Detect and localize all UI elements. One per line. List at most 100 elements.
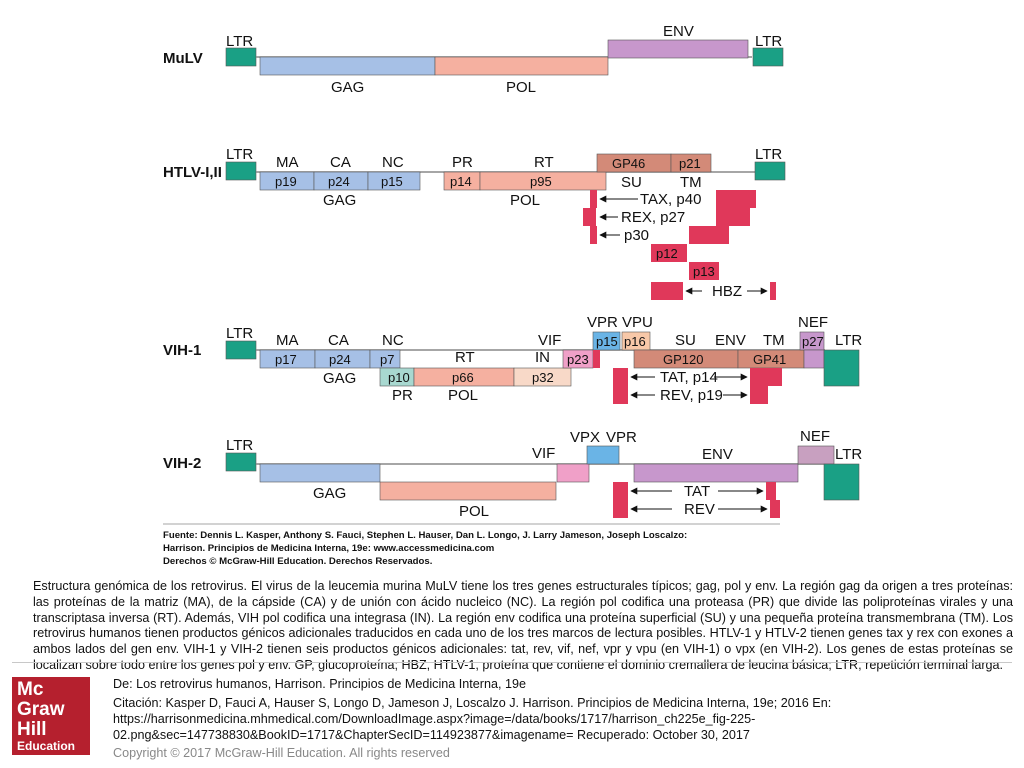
pol-label: POL (510, 192, 540, 209)
gag-label: GAG (313, 485, 346, 502)
ltr-block-right (752, 47, 784, 67)
ltr-block-right (823, 349, 860, 387)
in-label: IN (535, 349, 550, 366)
p95-label: p95 (530, 174, 552, 189)
su-label: SU (621, 174, 642, 191)
su-label: SU (675, 332, 696, 349)
p13-block (689, 262, 719, 280)
nef-lower-block (803, 349, 825, 369)
env-block (633, 463, 799, 483)
tax-label: TAX, p40 (640, 191, 701, 208)
ltr-label-left: LTR (226, 146, 253, 163)
p15-label: p15 (381, 174, 403, 189)
env-label: ENV (663, 23, 694, 40)
vpx-label: VPX (570, 429, 600, 446)
p66-label: p66 (452, 370, 474, 385)
ltr-label-left: LTR (226, 437, 253, 454)
gag-label: GAG (323, 192, 356, 209)
pr-label: PR (452, 154, 473, 171)
tm-label: TM (763, 332, 785, 349)
gp41-label: GP41 (753, 352, 786, 367)
env-label: ENV (702, 446, 733, 463)
rev-exon-right (750, 386, 768, 404)
rev-exon-left (613, 500, 628, 518)
footer-divider (12, 662, 1012, 663)
ltr-block-left (225, 340, 257, 360)
tat-label: TAT (684, 483, 710, 500)
ltr-label-left: LTR (226, 33, 253, 50)
pol-block (434, 56, 609, 76)
source-line-1: Fuente: Dennis L. Kasper, Anthony S. Fau… (163, 530, 687, 541)
hiv2-genome: VIH-2 LTR GAG POL VPX VPR VIF ENV NEF LT… (163, 428, 862, 520)
vif-label: VIF (538, 332, 561, 349)
p14-label: p14 (450, 174, 472, 189)
p23-label: p23 (567, 352, 589, 367)
vif-block (556, 463, 590, 483)
rex-exon-right (716, 208, 750, 226)
pol-label: POL (448, 387, 478, 404)
env-block (607, 39, 749, 59)
p32-block (513, 367, 572, 387)
p95-block (479, 171, 607, 191)
ltr-block-right (754, 161, 786, 181)
p16-label: p16 (624, 334, 646, 349)
ltr-block-right (823, 463, 860, 501)
source-note: Fuente: Dennis L. Kasper, Anthony S. Fau… (163, 523, 780, 567)
logo-line-3: Hill (17, 719, 47, 740)
pol-block (379, 481, 557, 501)
mcgraw-hill-education-logo: Mc Graw Hill Education (12, 677, 90, 755)
ma-label: MA (276, 332, 299, 349)
vpx-vpr-block (586, 445, 620, 465)
tat-exon-left (613, 368, 628, 386)
gag-label: GAG (331, 79, 364, 96)
hbz-exon-right (770, 282, 776, 300)
ltr-label-right: LTR (835, 332, 862, 349)
tat-exon-left (613, 482, 628, 500)
p32-label: p32 (532, 370, 554, 385)
p30-label: p30 (624, 227, 649, 244)
genome-name-hiv2: VIH-2 (163, 455, 201, 472)
nc-label: NC (382, 332, 404, 349)
nef-label: NEF (798, 314, 828, 331)
tat-exon-right (766, 482, 776, 500)
p27-label: p27 (802, 334, 824, 349)
pr-label: PR (392, 387, 413, 404)
figure-caption: Estructura genómica de los retrovirus. E… (33, 579, 1013, 672)
p13-label: p13 (693, 264, 715, 279)
rt-label: RT (534, 154, 554, 171)
p21-label: p21 (679, 156, 701, 171)
genome-name-hiv1: VIH-1 (163, 342, 201, 359)
ca-label: CA (328, 332, 349, 349)
retrovirus-genome-diagram: MuLV LTR ENV GAG POL LTR HTLV-I,II LTR M… (163, 23, 862, 567)
ca-label: CA (330, 154, 351, 171)
nef-label: NEF (800, 428, 830, 445)
genome-name-htlv: HTLV-I,II (163, 164, 222, 181)
vif-label: VIF (532, 445, 555, 462)
p21-block (670, 153, 712, 173)
ltr-label-left: LTR (226, 325, 253, 342)
ltr-label-right: LTR (755, 146, 782, 163)
gp120-label: GP120 (663, 352, 703, 367)
htlv-genome: HTLV-I,II LTR MA CA NC PR RT p19 p24 p15… (163, 146, 786, 300)
ltr-block-left (225, 47, 257, 67)
gag-block (259, 56, 436, 76)
rev-exon-left (613, 386, 628, 404)
nc-label: NC (382, 154, 404, 171)
source-line-3: Derechos © McGraw-Hill Education. Derech… (163, 556, 432, 567)
tat-label: TAT, p14 (660, 369, 718, 386)
logo-line-2: Graw (17, 699, 65, 720)
mulv-genome: MuLV LTR ENV GAG POL LTR (163, 23, 784, 96)
tat-exon-right (750, 368, 782, 386)
copyright-notice: Copyright © 2017 McGraw-Hill Education. … (113, 746, 450, 760)
p12-block (651, 244, 687, 262)
p19-label: p19 (275, 174, 297, 189)
rev-exon-right (770, 500, 780, 518)
p30-exon-right (689, 226, 729, 244)
nef-block (797, 445, 835, 465)
pol-label: POL (506, 79, 536, 96)
p30-exon-left (590, 226, 597, 244)
vpr-label: VPR (606, 429, 637, 446)
rev-label: REV, p19 (660, 387, 723, 404)
rev-label: REV (684, 501, 715, 518)
rex-exon-left (583, 208, 596, 226)
